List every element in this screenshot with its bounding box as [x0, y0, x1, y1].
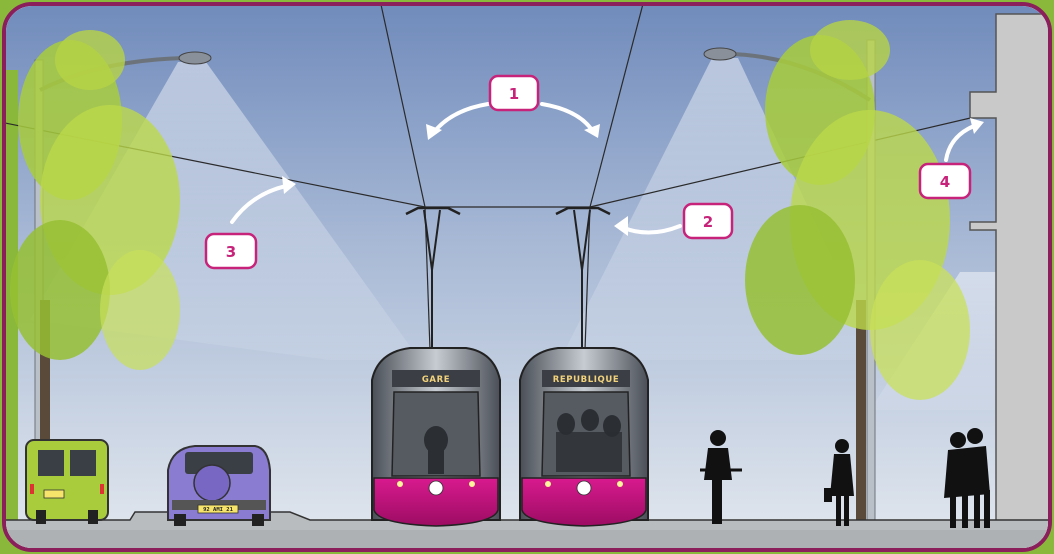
callout-4: 4 [918, 162, 972, 200]
car-plate: 92 AMI 21 [203, 507, 233, 513]
right-lamp-head [703, 47, 737, 61]
pedestrian [824, 439, 854, 526]
callout-arrows [230, 102, 984, 236]
tram-republique-destination: REPUBLIQUE [553, 375, 619, 385]
callout-2: 2 [682, 202, 734, 240]
callout-3-label: 3 [226, 243, 236, 261]
car: 92 AMI 21 [167, 445, 271, 526]
tree-left [10, 30, 180, 520]
cyclist [700, 430, 742, 524]
callout-4-label: 4 [940, 173, 950, 191]
couple [944, 428, 990, 528]
callout-3: 3 [204, 232, 258, 270]
left-lamp-head [178, 51, 212, 65]
tram-gare: GARE [371, 206, 501, 527]
callout-1-label: 1 [509, 85, 519, 103]
building [969, 13, 1048, 548]
callout-1: 1 [488, 74, 540, 112]
callout-2-label: 2 [703, 213, 713, 231]
tram-gare-destination: GARE [422, 375, 450, 385]
tram-republique: REPUBLIQUE [519, 206, 649, 527]
tree-right [745, 20, 970, 530]
van [25, 439, 109, 524]
road-base [6, 530, 1048, 548]
